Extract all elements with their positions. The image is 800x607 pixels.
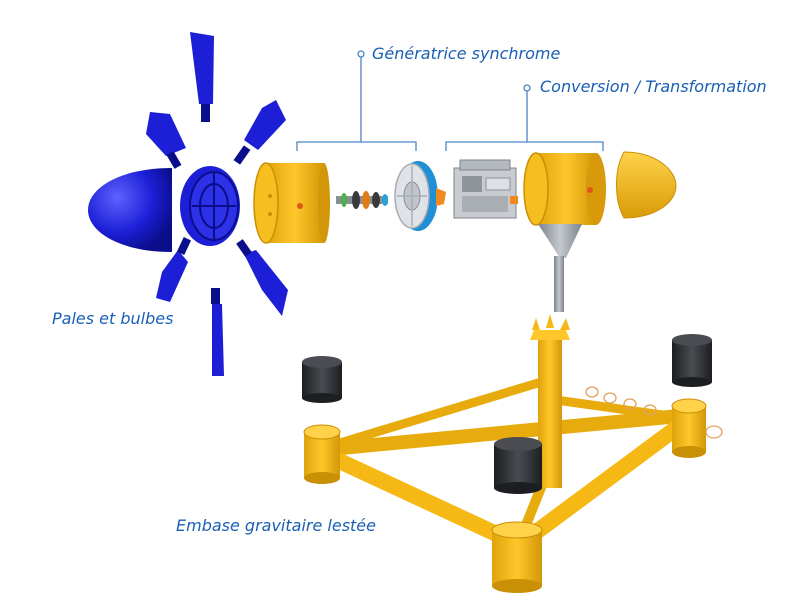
label-embase-gravitaire: Embase gravitaire lestée bbox=[176, 516, 376, 535]
gravity-base bbox=[302, 314, 723, 593]
blade-upper-left bbox=[146, 112, 186, 169]
base-node-right bbox=[671, 398, 707, 458]
support-cone bbox=[538, 224, 582, 258]
ballast-back-right bbox=[672, 334, 712, 387]
support-mast bbox=[554, 256, 564, 312]
generatrice-callout bbox=[296, 50, 417, 151]
blade-bottom bbox=[211, 288, 224, 376]
label-conversion-transformation: Conversion / Transformation bbox=[540, 77, 767, 96]
nacelle bbox=[523, 152, 606, 312]
tail-cone bbox=[616, 151, 677, 219]
base-node-front bbox=[491, 521, 543, 593]
rotor-hub bbox=[180, 166, 240, 246]
generator-housing bbox=[253, 162, 330, 244]
blade-lower-left bbox=[156, 237, 192, 302]
conversion-module bbox=[453, 159, 518, 219]
nose-bulb bbox=[88, 168, 172, 252]
lifting-loops bbox=[585, 386, 723, 439]
base-node-left bbox=[303, 424, 341, 484]
ballast-back-left bbox=[302, 356, 342, 403]
blade-upper-right bbox=[233, 100, 286, 165]
blade-top bbox=[190, 32, 214, 122]
ballast-center bbox=[494, 437, 542, 494]
generator-rotor bbox=[394, 161, 446, 231]
blades-and-bulb bbox=[88, 32, 288, 376]
label-pales-et-bulbes: Pales et bulbes bbox=[52, 309, 174, 328]
blade-lower-right bbox=[236, 239, 288, 316]
generator-shaft bbox=[336, 191, 388, 209]
conversion-callout bbox=[445, 84, 604, 151]
label-generatrice-synchrome: Génératrice synchrome bbox=[372, 44, 561, 63]
